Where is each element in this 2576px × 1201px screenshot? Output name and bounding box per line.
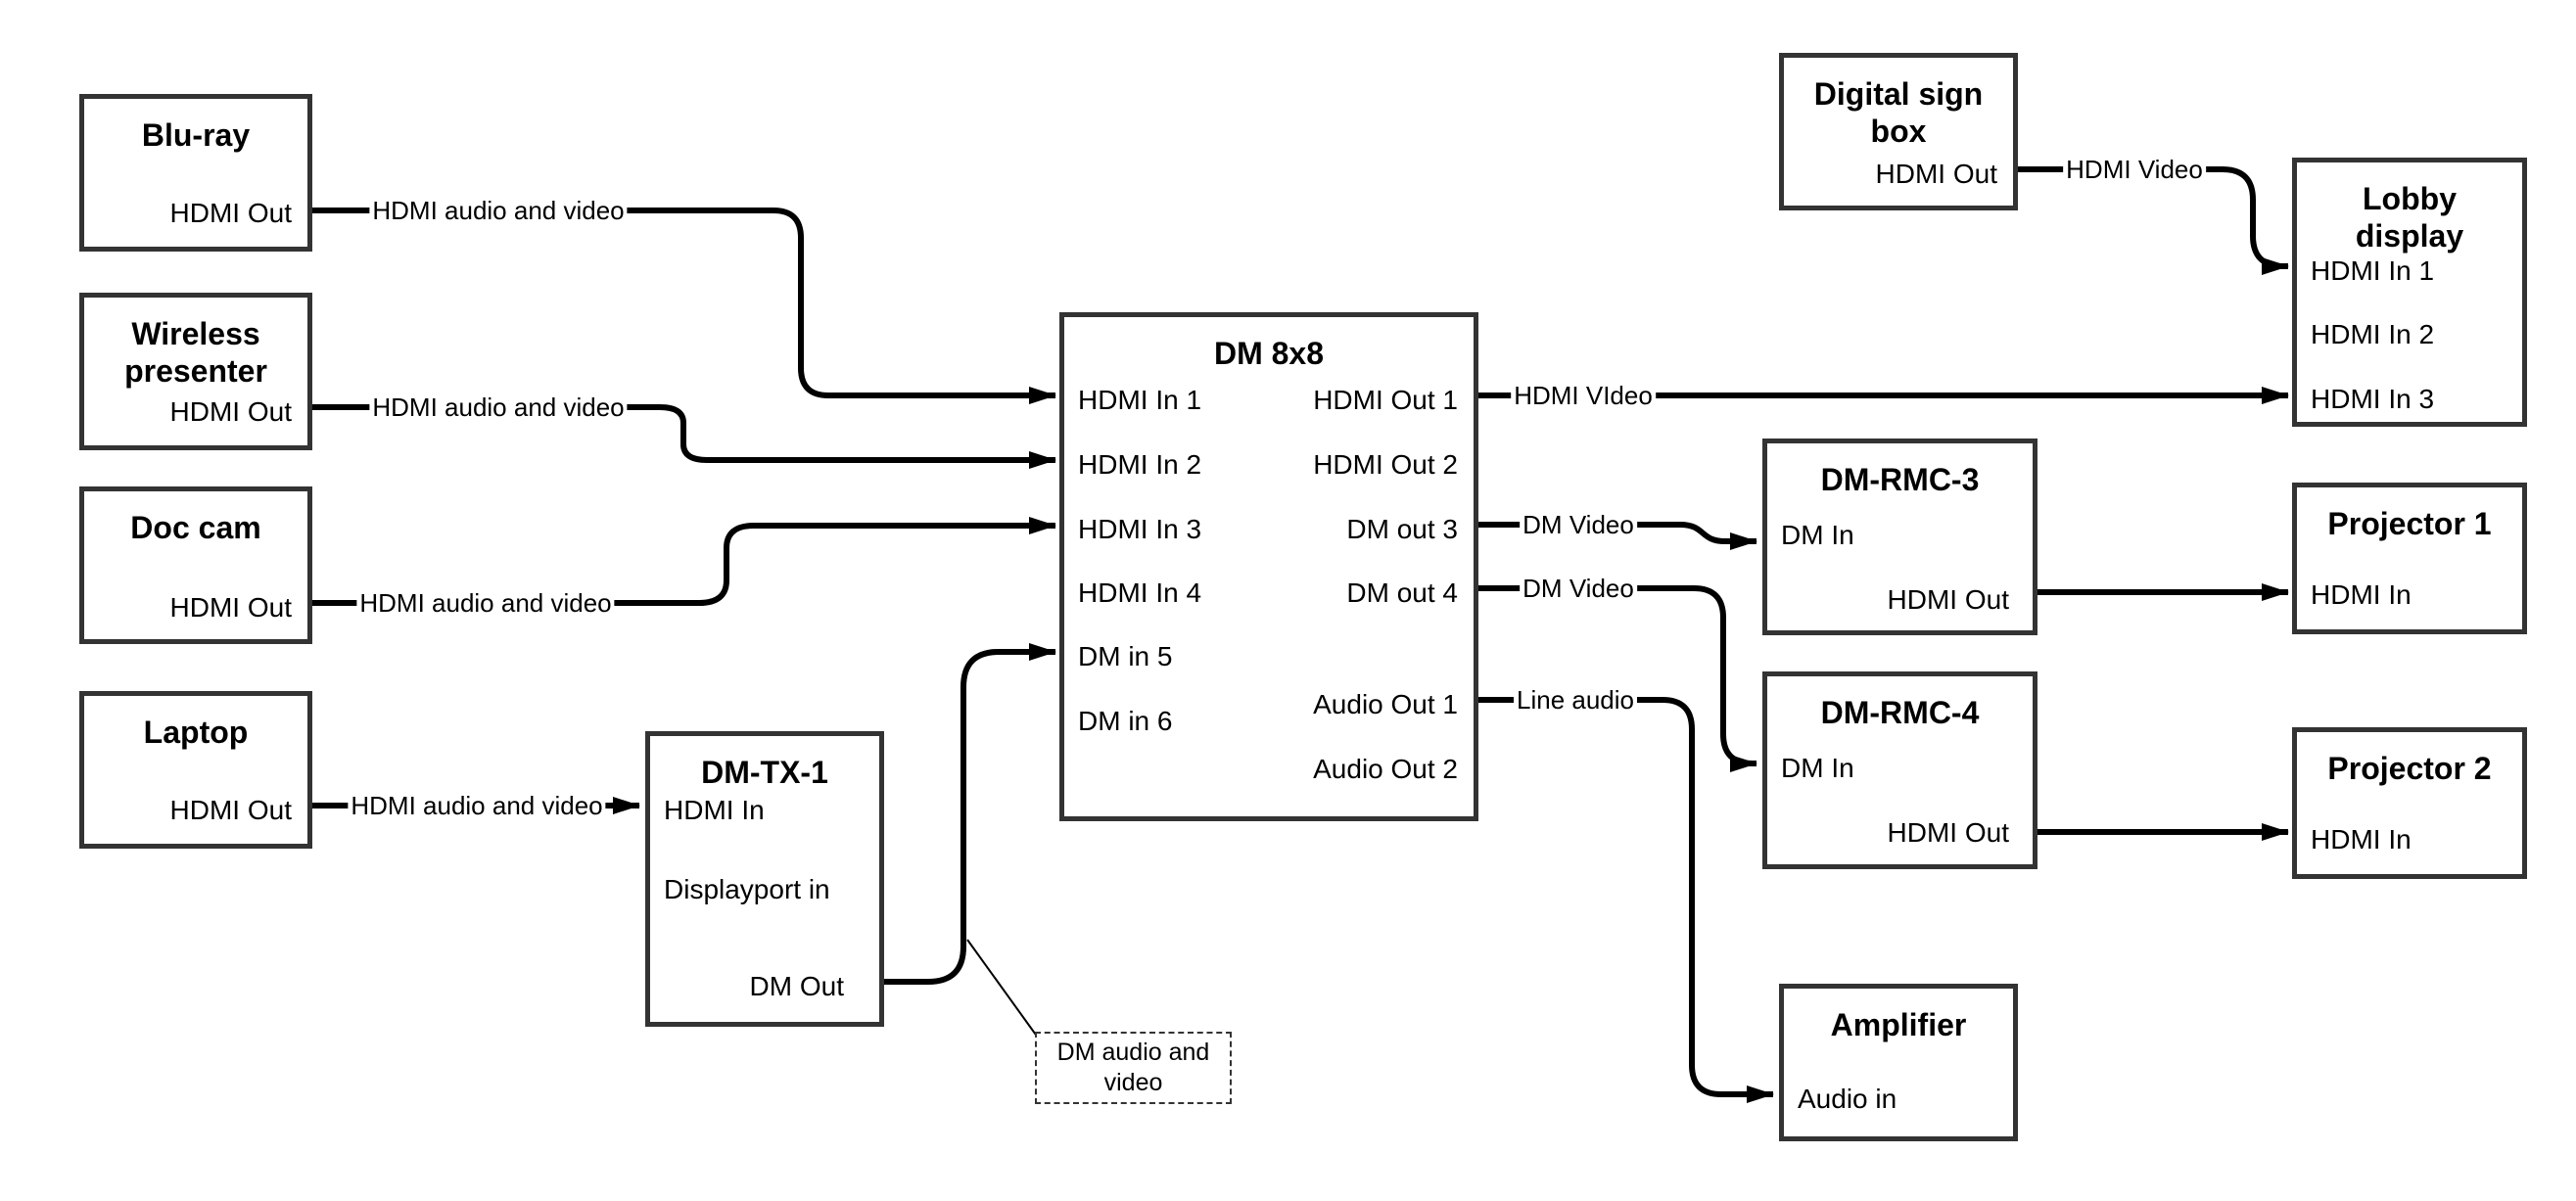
box-amplifier: Amplifier Audio in [1779,984,2018,1141]
box-title: Projector 2 [2327,751,2492,786]
box-title: Amplifier [1830,1007,1967,1042]
connector-wireless-to-dm8x8-in2 [608,404,1056,469]
port-rmc4-hdmi-out: HDMI Out [1887,817,2009,848]
connector-label-hdmi-av-3: HDMI audio and video [356,590,615,616]
connector-dm8x8out3-to-rmc3 [1626,522,1757,550]
port-blu-ray-hdmi-out: HDMI Out [169,198,292,228]
box-projector-2: Projector 2 HDMI In [2292,727,2527,879]
port-dm8x8-dm-out-3: DM out 3 [1346,514,1458,544]
port-dm8x8-dm-in-6: DM in 6 [1078,706,1173,736]
box-dm-8x8: DM 8x8 HDMI In 1 HDMI In 2 HDMI In 3 HDM… [1059,312,1478,821]
port-dm-tx-1-dm-out: DM Out [749,971,844,1001]
box-title: DM-TX-1 [701,755,828,790]
port-dm8x8-hdmi-out-1: HDMI Out 1 [1313,385,1458,415]
box-title: Laptop [143,715,249,750]
port-lobby-hdmi-in-2: HDMI In 2 [2311,319,2435,349]
port-projector1-hdmi-in: HDMI In [2311,579,2412,610]
box-dm-tx-1: DM-TX-1 HDMI In Displayport in DM Out [645,731,884,1027]
connector-audioout1-to-amplifier [1626,697,1774,1103]
note-leader-line [966,939,1039,1039]
connector-label-hdmi-av-2: HDMI audio and video [369,394,628,420]
port-doc-cam-hdmi-out: HDMI Out [169,592,292,623]
connector-label-hdmi-av-1: HDMI audio and video [369,198,628,223]
box-title: Blu-ray [141,117,251,153]
connector-doccam-to-dm8x8-in3 [591,517,1056,606]
connector-dm8x8out4-to-rmc4 [1626,585,1757,772]
box-projector-1: Projector 1 HDMI In [2292,483,2527,634]
connector-label-line-audio: Line audio [1514,687,1637,713]
port-projector2-hdmi-in: HDMI In [2311,824,2412,855]
port-dm8x8-hdmi-in-2: HDMI In 2 [1078,449,1202,480]
port-dm-tx-1-displayport-in: Displayport in [664,874,830,904]
box-title: Digital sign box [1813,76,1984,149]
box-doc-cam: Doc cam HDMI Out [79,486,312,644]
connector-label-hdmi-video-sign: HDMI Video [2063,157,2206,182]
box-title: Projector 1 [2327,506,2492,541]
box-blu-ray: Blu-ray HDMI Out [79,94,312,252]
port-digital-sign-hdmi-out: HDMI Out [1875,159,1997,189]
port-dm8x8-dm-in-5: DM in 5 [1078,641,1173,671]
port-dm8x8-hdmi-in-4: HDMI In 4 [1078,577,1202,608]
box-title: Wireless presenter [124,316,267,389]
box-title: DM-RMC-4 [1820,695,1980,730]
box-title: Doc cam [130,510,261,545]
port-dm-tx-1-hdmi-in: HDMI In [664,795,765,825]
port-rmc3-dm-in: DM In [1781,520,1854,550]
port-rmc3-hdmi-out: HDMI Out [1887,584,2009,615]
port-lobby-hdmi-in-3: HDMI In 3 [2311,384,2435,414]
port-dm8x8-audio-out-2: Audio Out 2 [1313,754,1458,784]
connector-label-hdmi-av-4: HDMI audio and video [348,793,606,818]
box-title: DM-RMC-3 [1820,462,1980,497]
box-title: DM 8x8 [1213,336,1325,371]
box-digital-sign-box: Digital sign box HDMI Out [1779,53,2018,210]
port-amplifier-audio-in: Audio in [1798,1084,1897,1114]
box-wireless-presenter: Wireless presenter HDMI Out [79,293,312,450]
port-dm8x8-hdmi-out-2: HDMI Out 2 [1313,449,1458,480]
port-dm8x8-dm-out-4: DM out 4 [1346,577,1458,608]
note-dm-audio-video: DM audio and video [1035,1032,1232,1104]
box-title: Lobby display [2355,181,2464,254]
port-dm8x8-hdmi-in-1: HDMI In 1 [1078,385,1202,415]
port-wireless-hdmi-out: HDMI Out [169,396,292,427]
port-rmc4-dm-in: DM In [1781,753,1854,783]
port-dm8x8-audio-out-1: Audio Out 1 [1313,689,1458,719]
connector-label-hdmi-video-long: HDMI VIdeo [1511,383,1656,408]
box-lobby-display: Lobby display HDMI In 1 HDMI In 2 HDMI I… [2292,158,2527,427]
box-dm-rmc-3: DM-RMC-3 DM In HDMI Out [1762,439,2037,635]
box-dm-rmc-4: DM-RMC-4 DM In HDMI Out [1762,671,2037,869]
connector-digitalsign-to-lobby-in1 [2196,166,2289,275]
box-laptop: Laptop HDMI Out [79,691,312,849]
connector-bluray-to-dm8x8-in1 [616,208,1056,404]
connector-dmtx1-to-dm8x8-in5 [884,643,1056,985]
connector-label-dm-video-3: DM Video [1520,512,1637,537]
port-lobby-hdmi-in-1: HDMI In 1 [2311,255,2435,286]
connector-label-dm-video-4: DM Video [1520,576,1637,601]
port-laptop-hdmi-out: HDMI Out [169,795,292,825]
port-dm8x8-hdmi-in-3: HDMI In 3 [1078,514,1202,544]
note-text: DM audio and video [1056,1039,1210,1096]
